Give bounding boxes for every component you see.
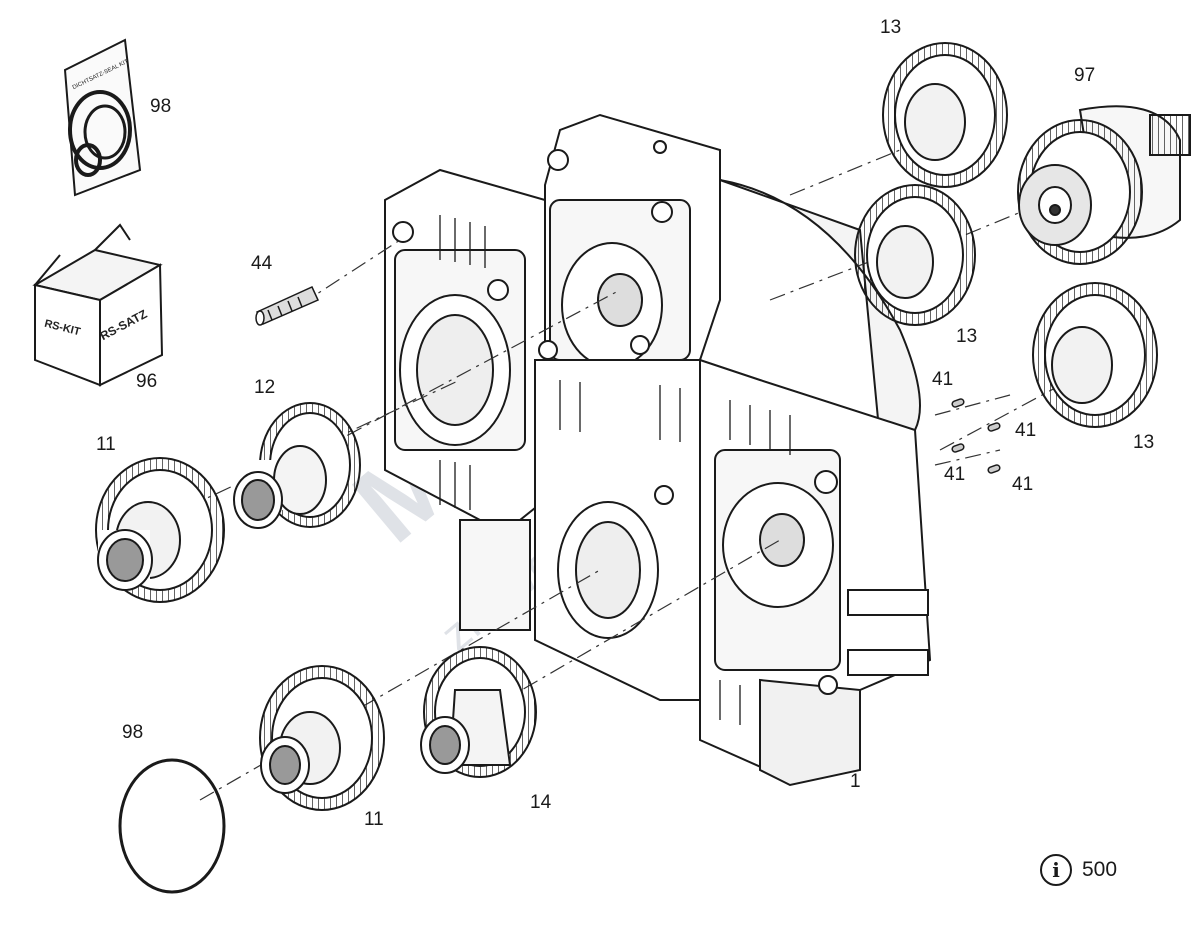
callout-98-bottom: 98 [122,722,144,743]
callout-96: 96 [136,371,158,392]
callout-13-top: 13 [880,17,902,38]
callout-12: 12 [254,377,276,398]
callout-14: 14 [530,792,552,813]
housing-part-1 [384,113,932,787]
callout-44: 44 [251,253,273,274]
info-icon[interactable]: i [1040,854,1072,886]
callout-97: 97 [1074,65,1096,86]
info-reference[interactable]: i 500 [1040,854,1117,886]
drive-gear-part-97 [1017,105,1191,265]
gear-part-11-left [95,457,225,603]
seal-kit-bag-part-98 [63,38,142,197]
gear-part-11-bottom [259,665,385,811]
info-reference-number: 500 [1082,858,1118,881]
callout-41-b: 41 [1015,420,1037,441]
callout-98-top: 98 [150,96,172,117]
callout-13-mid: 13 [956,326,978,347]
gear-part-13-mid [854,184,976,326]
callout-13-right: 13 [1133,432,1155,453]
gear-part-12 [233,402,361,529]
callout-41-c: 41 [944,464,966,485]
gear-part-13-top [882,42,1008,188]
pins-part-41 [951,398,1001,474]
kit-box-part-96 [32,223,164,387]
callout-1: 1 [850,771,861,792]
callout-11-left: 11 [96,434,116,455]
callout-41-d: 41 [1012,474,1034,495]
callout-41-a: 41 [932,369,954,390]
o-ring-part-98 [118,758,226,894]
gear-part-13-right [1032,282,1158,428]
stud-part-44 [255,286,320,326]
callout-11-bottom: 11 [364,809,384,830]
gear-part-14 [420,646,537,778]
